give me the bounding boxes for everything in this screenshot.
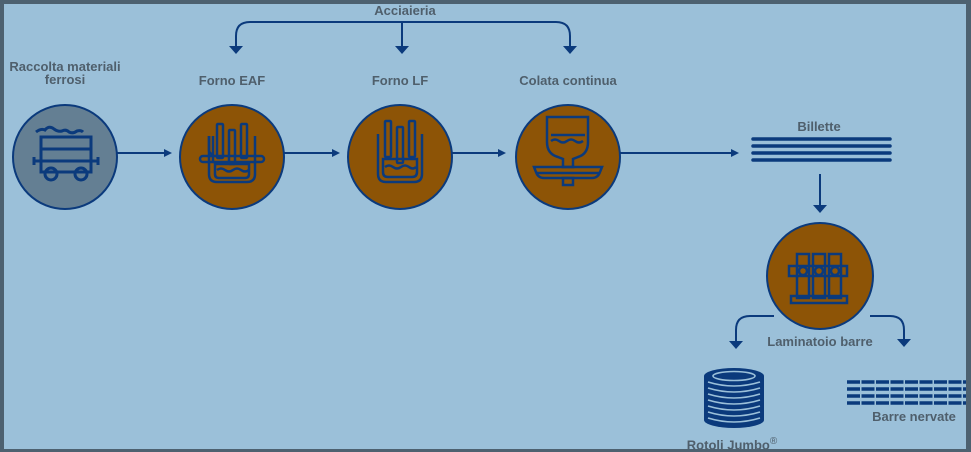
diagram-graphics — [12, 21, 966, 428]
label-raccolta-line2: ferrosi — [44, 72, 86, 87]
continuous-casting-icon — [532, 115, 604, 187]
arrow-to-barre — [870, 315, 905, 340]
node-lf — [347, 104, 453, 210]
arrowhead-colata — [563, 46, 577, 54]
node-eaf — [179, 104, 285, 210]
label-rotoli-text: Rotoli Jumbo — [686, 437, 770, 452]
label-raccolta: Raccolta materiali ferrosi — [2, 60, 128, 86]
label-raccolta-line1: Raccolta materiali — [9, 59, 121, 74]
process-diagram: Acciaieria Raccolta materiali ferrosi Fo… — [2, 3, 966, 451]
arrowhead-rotoli — [729, 341, 743, 349]
rebar-icon — [847, 380, 966, 405]
arrowhead-eaf — [229, 46, 243, 54]
electric-arc-furnace-icon — [198, 122, 266, 184]
mine-cart-icon — [32, 125, 100, 182]
arrowhead-lf — [395, 46, 409, 54]
ladle-furnace-icon — [376, 119, 424, 184]
node-colata — [515, 104, 621, 210]
arrowhead-barre — [897, 339, 911, 347]
registered-mark: ® — [769, 436, 778, 447]
label-barre: Barre nervate — [872, 409, 956, 424]
arrow-to-rotoli — [735, 315, 774, 342]
node-raccolta — [12, 104, 118, 210]
billets-icon — [751, 137, 892, 162]
label-lf: Forno LF — [371, 73, 429, 88]
label-laminatoio: Laminatoio barre — [767, 334, 873, 349]
label-colata: Colata continua — [519, 73, 617, 88]
arrowhead-laminatoio — [813, 205, 827, 213]
coil-icon — [704, 368, 764, 428]
label-eaf: Forno EAF — [198, 73, 266, 88]
group-label-acciaieria: Acciaieria — [374, 3, 436, 18]
label-rotoli: Rotoli Jumbo® — [672, 435, 792, 451]
rolling-mill-icon — [787, 252, 849, 305]
label-billette: Billette — [797, 119, 841, 134]
node-laminatoio — [766, 222, 874, 330]
